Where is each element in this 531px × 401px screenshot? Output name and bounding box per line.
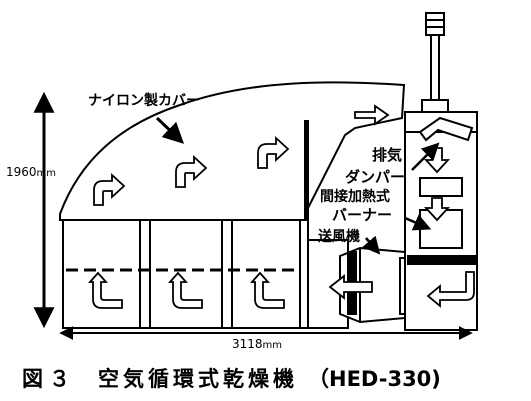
exhaust-label: 排気 — [372, 146, 402, 164]
blower-label: 送風機 — [317, 228, 360, 245]
indirect-heater-label: 間接加熱式 — [320, 188, 390, 205]
blower-arrow — [328, 274, 373, 300]
width-value: 3118 — [232, 337, 263, 351]
figure-number: 図３ — [22, 367, 76, 391]
airflow-lower-arrows — [87, 271, 285, 309]
cover-pointer-arrow — [155, 116, 185, 144]
figure-model: （HED-330) — [308, 367, 441, 391]
figure-title: 空気循環式乾燥機 — [98, 367, 298, 391]
exhaust-flow-arrow — [354, 104, 390, 126]
height-value: 1960 — [6, 165, 37, 179]
height-unit: mm — [37, 168, 56, 179]
width-dimension-label: 3118mm — [232, 337, 282, 351]
burner-label: バーナー — [332, 206, 392, 224]
nylon-cover — [59, 81, 406, 221]
width-unit: mm — [263, 340, 282, 351]
airflow-upper-arrows — [93, 135, 290, 206]
nylon-cover-label: ナイロン製カバー — [88, 92, 200, 109]
cover-post — [304, 120, 309, 222]
damper-label: ダンパー — [345, 168, 405, 186]
figure-caption: 図３ 空気循環式乾燥機 （HED-330) — [22, 367, 441, 391]
chimney — [421, 12, 449, 113]
damper-plate — [418, 116, 474, 142]
label-pointers — [362, 142, 440, 255]
height-dimension-label: 1960mm — [6, 165, 56, 179]
